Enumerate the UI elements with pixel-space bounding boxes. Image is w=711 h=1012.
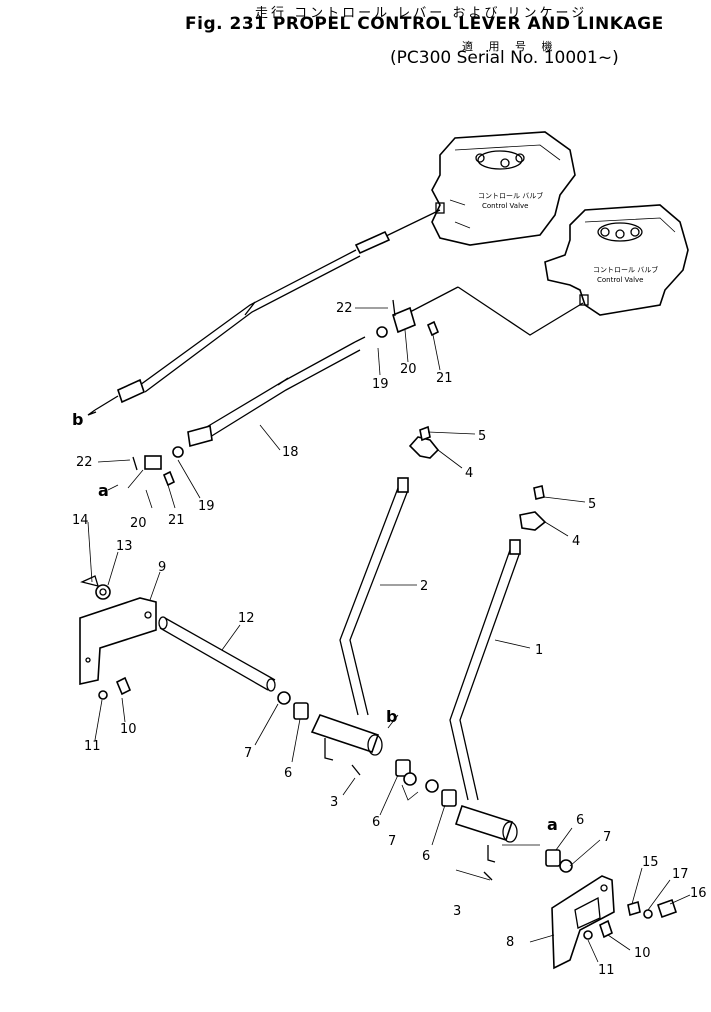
callout-labels: 22 19 20 21 b 18 5 4 22 a 20 21 19 5 4 1…	[72, 301, 707, 978]
callout-6-right: 6	[422, 849, 430, 864]
callout-7-left: 7	[244, 746, 252, 761]
ref-a-left: a	[98, 481, 109, 500]
callout-9: 9	[158, 560, 166, 575]
callout-13: 13	[116, 539, 133, 554]
callout-2: 2	[420, 579, 428, 594]
callout-7-mid: 7	[388, 834, 396, 849]
figure-title: Fig. 231 PROPEL CONTROL LEVER AND LINKAG…	[185, 14, 664, 34]
ref-a-right: a	[547, 815, 558, 834]
applicable-model-japanese: 適 用 号 機	[462, 40, 559, 53]
callout-6-mid: 6	[372, 815, 380, 830]
callout-19-upper: 19	[372, 377, 389, 392]
callout-21-lower: 21	[168, 513, 185, 528]
callout-20-upper: 20	[400, 362, 417, 377]
control-valve-lower: コントロール バルブ Control Valve	[544, 204, 689, 316]
callout-11-left: 11	[84, 739, 101, 754]
callout-4-right: 4	[572, 534, 580, 549]
callout-22-lower: 22	[76, 455, 93, 470]
ref-b-upper: b	[72, 410, 83, 429]
callout-10-right: 10	[634, 946, 651, 961]
callout-1: 1	[535, 643, 543, 658]
callout-12: 12	[238, 611, 255, 626]
serial-range: (PC300 Serial No. 10001~)	[390, 48, 619, 68]
callout-6-far: 6	[576, 813, 584, 828]
callout-4-left: 4	[465, 466, 473, 481]
valve-upper-label-jp: コントロール バルブ	[478, 191, 543, 200]
fasteners-cable	[132, 299, 440, 487]
callout-18: 18	[282, 445, 299, 460]
lever-1	[449, 485, 547, 881]
bracket-9	[79, 575, 157, 700]
callout-17: 17	[672, 867, 689, 882]
valve-lower-label-jp: コントロール バルブ	[593, 265, 658, 274]
ref-b-lower: b	[386, 707, 397, 726]
callout-16: 16	[690, 886, 707, 901]
control-valve-upper: コントロール バルブ Control Valve	[431, 131, 576, 246]
callout-15: 15	[642, 855, 659, 870]
leader-lines	[87, 307, 691, 963]
callout-6-left: 6	[284, 766, 292, 781]
shaft-12	[158, 616, 276, 692]
bushings	[277, 691, 573, 873]
callout-3-right: 3	[453, 904, 461, 919]
callout-22-upper: 22	[336, 301, 353, 316]
bracket-8	[551, 875, 678, 970]
callout-21-upper: 21	[436, 371, 453, 386]
callout-8: 8	[506, 935, 514, 950]
cable-18	[187, 286, 584, 448]
callout-7-far: 7	[603, 830, 611, 845]
callout-5-left: 5	[478, 429, 486, 444]
callout-5-right: 5	[588, 497, 596, 512]
callout-10-left: 10	[120, 722, 137, 737]
callout-3-left: 3	[330, 795, 338, 810]
valve-lower-label-en: Control Valve	[597, 276, 643, 284]
callout-11-right: 11	[598, 963, 615, 978]
callout-19-lower: 19	[198, 499, 215, 514]
valve-upper-label-en: Control Valve	[482, 202, 528, 210]
lever-2	[310, 425, 440, 776]
callout-14: 14	[72, 513, 89, 528]
cable-upper	[87, 209, 441, 416]
callout-20-lower: 20	[130, 516, 147, 531]
title-japanese: 走行 コントロール レバー および リンケージ	[255, 6, 588, 21]
